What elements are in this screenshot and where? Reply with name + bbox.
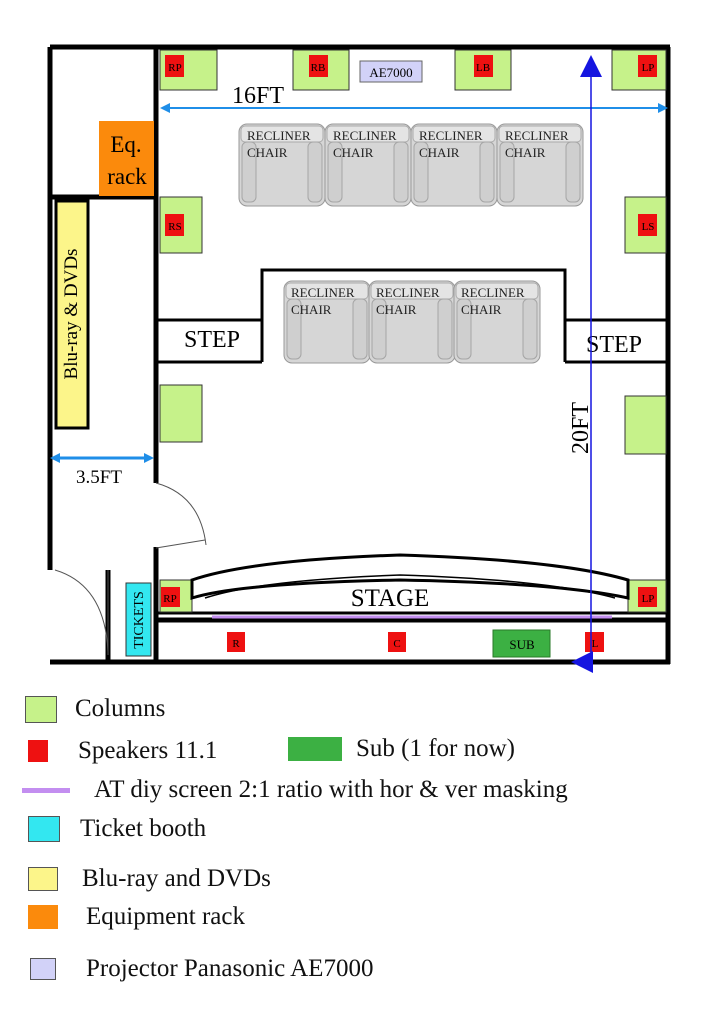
chair-label: RECLINER — [333, 128, 397, 143]
door-main — [54, 482, 207, 655]
projector: AE7000 — [359, 60, 423, 83]
legend-speakers-text: Speakers 11.1 — [78, 737, 218, 764]
speaker-sub: SUB — [509, 637, 535, 652]
speaker-l: L — [592, 638, 599, 650]
chair-label: RECLINER — [291, 285, 355, 300]
chairs-row-2: RECLINER CHAIR RECLINER CHAIR RECLINER C… — [283, 280, 541, 364]
tickets-label: TICKETS — [132, 591, 147, 649]
legend-ticket: Ticket booth — [28, 815, 206, 843]
stage: STAGE — [190, 553, 630, 612]
speakers: RP RB LB LP RS LS RP LP R C L SUB — [161, 55, 657, 658]
chair-label: CHAIR — [461, 302, 502, 317]
speaker-lp-top: LP — [642, 62, 655, 74]
legend-screen-text: AT diy screen 2:1 ratio with hor & ver m… — [94, 776, 568, 803]
chair-label: CHAIR — [333, 145, 374, 160]
bluray-swatch — [28, 867, 58, 891]
chair-label: CHAIR — [505, 145, 546, 160]
walls — [47, 44, 671, 665]
speakers-swatch — [28, 740, 48, 762]
chair-label: CHAIR — [291, 302, 332, 317]
bluray-shelf: Blu-ray & DVDs — [54, 199, 90, 430]
chairs-row-1: RECLINER CHAIR RECLINER CHAIR RECLINER C… — [238, 123, 584, 207]
chair-label: CHAIR — [419, 145, 460, 160]
projector-swatch — [30, 958, 56, 980]
equipment-swatch — [28, 905, 58, 929]
speaker-c: C — [393, 638, 400, 650]
bluray-shelf-label: Blu-ray & DVDs — [61, 249, 82, 380]
corridor-dimension: 3.5FT — [50, 453, 154, 488]
speaker-rb: RB — [311, 62, 326, 74]
room-width-label: 16FT — [232, 83, 284, 109]
chair-label: RECLINER — [505, 128, 569, 143]
speaker-ls: LS — [642, 221, 655, 233]
riser — [158, 268, 668, 364]
legend-equipment-text: Equipment rack — [86, 903, 245, 930]
legend-projector-text: Projector Panasonic AE7000 — [86, 955, 374, 982]
floor-plan: Eq. rack Blu-ray & DVDs 3.5FT TICKETS RP… — [47, 44, 671, 673]
legend-equipment: Equipment rack — [28, 903, 245, 931]
speaker-lb: LB — [476, 62, 490, 74]
legend-projector: Projector Panasonic AE7000 — [30, 955, 373, 983]
width-dimension: 16FT — [160, 83, 668, 113]
chair-label: RECLINER — [247, 128, 311, 143]
chair-label: RECLINER — [461, 285, 525, 300]
step-right-label: STEP — [586, 332, 642, 358]
legend-columns: Columns — [25, 695, 165, 723]
legend-screen: AT diy screen 2:1 ratio with hor & ver m… — [22, 776, 568, 804]
speaker-rp-top: RP — [168, 62, 181, 74]
ticket-booth: TICKETS — [125, 582, 152, 657]
legend-sub-text: Sub (1 for now) — [356, 735, 516, 762]
projector-label: AE7000 — [369, 65, 412, 80]
legend-bluray-text: Blu-ray and DVDs — [82, 865, 271, 892]
room-depth-label: 20FT — [568, 402, 594, 454]
speaker-r: R — [232, 638, 240, 650]
legend-sub: Sub (1 for now) — [288, 735, 515, 763]
legend-speakers: Speakers 11.1 — [28, 737, 217, 765]
speaker-rp-bottom: RP — [163, 593, 176, 605]
depth-dimension: 20FT — [568, 55, 602, 673]
screen-swatch — [22, 787, 70, 793]
speaker-rs: RS — [168, 221, 181, 233]
legend-bluray: Blu-ray and DVDs — [28, 865, 271, 893]
sub-swatch — [288, 737, 342, 761]
chair-label: CHAIR — [376, 302, 417, 317]
speaker-lp-bottom: LP — [642, 593, 655, 605]
equipment-rack: Eq. rack — [99, 121, 154, 196]
legend-columns-text: Columns — [75, 695, 166, 722]
ticket-swatch — [28, 816, 60, 842]
stage-label: STAGE — [351, 585, 430, 612]
chair-label: RECLINER — [376, 285, 440, 300]
chair-label: RECLINER — [419, 128, 483, 143]
eq-rack-label-line2: rack — [107, 164, 147, 189]
columns-swatch — [25, 695, 57, 723]
chair-label: CHAIR — [247, 145, 288, 160]
corridor-width-label: 3.5FT — [76, 467, 122, 488]
eq-rack-label-line1: Eq. — [110, 132, 141, 157]
step-left-label: STEP — [184, 327, 240, 353]
legend-ticket-text: Ticket booth — [80, 815, 207, 842]
